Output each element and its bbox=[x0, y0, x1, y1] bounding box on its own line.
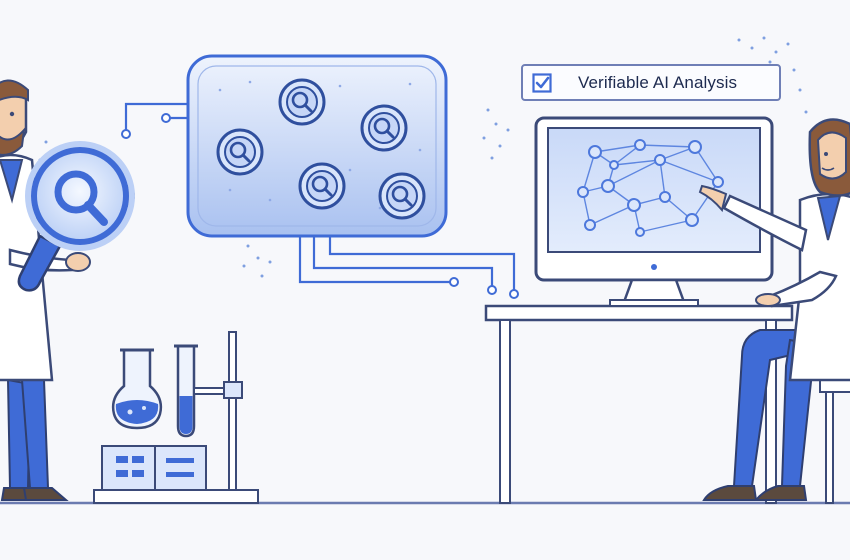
scientist-right bbox=[698, 118, 850, 504]
desk bbox=[484, 304, 794, 504]
verifiable-analysis-badge: Verifiable AI Analysis bbox=[521, 64, 781, 101]
flask-icon bbox=[111, 348, 163, 430]
lab-equipment bbox=[93, 331, 259, 504]
magnifier-icon bbox=[17, 141, 135, 292]
connector-end-dots bbox=[121, 113, 519, 299]
network-graph-icon bbox=[577, 139, 724, 237]
badge-label: Verifiable AI Analysis bbox=[578, 72, 738, 92]
magnifier-icon-group bbox=[216, 78, 426, 220]
test-tube-icon bbox=[174, 344, 198, 438]
connector-lines bbox=[124, 102, 516, 292]
checkbox-checked-icon bbox=[532, 72, 552, 93]
